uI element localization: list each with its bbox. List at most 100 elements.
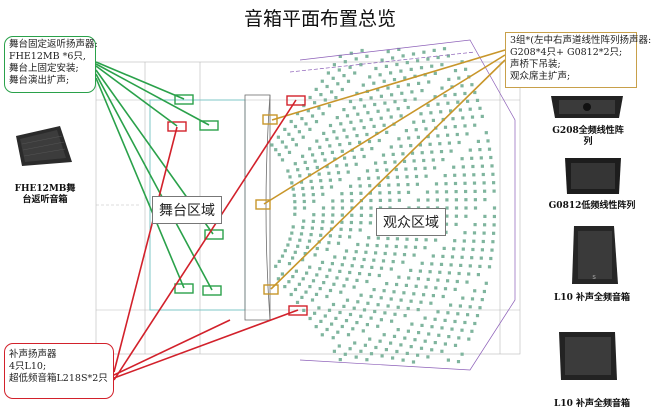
seat bbox=[410, 322, 414, 326]
seat bbox=[446, 54, 450, 58]
seat bbox=[447, 335, 451, 339]
seat bbox=[314, 292, 319, 296]
seat bbox=[373, 102, 377, 107]
seat bbox=[312, 199, 316, 203]
seat bbox=[454, 206, 459, 210]
seat bbox=[289, 292, 293, 297]
seat bbox=[454, 198, 458, 202]
seat bbox=[395, 175, 399, 179]
seat bbox=[414, 174, 419, 179]
seat bbox=[290, 231, 294, 235]
seat bbox=[443, 318, 447, 322]
seat bbox=[359, 221, 363, 225]
seat bbox=[397, 198, 401, 202]
seat bbox=[305, 167, 310, 171]
seat bbox=[473, 223, 477, 227]
seat bbox=[283, 249, 287, 253]
seat bbox=[310, 186, 314, 190]
seat bbox=[375, 168, 379, 172]
seat bbox=[409, 144, 413, 148]
seat bbox=[274, 264, 278, 268]
seat bbox=[320, 333, 324, 337]
seat bbox=[466, 99, 470, 103]
seat bbox=[443, 174, 447, 178]
seat bbox=[301, 154, 305, 158]
seat bbox=[430, 348, 434, 352]
seat bbox=[395, 237, 399, 241]
seat bbox=[409, 345, 413, 349]
seat bbox=[473, 123, 477, 127]
seat bbox=[340, 324, 344, 329]
seat bbox=[433, 71, 437, 75]
seat bbox=[470, 115, 475, 119]
seat bbox=[307, 239, 312, 243]
seat bbox=[426, 135, 430, 139]
seat bbox=[392, 290, 396, 294]
seat bbox=[388, 198, 392, 202]
seat bbox=[436, 55, 440, 60]
seat bbox=[369, 352, 374, 356]
seat bbox=[463, 320, 467, 325]
seat bbox=[308, 147, 312, 151]
seat bbox=[464, 67, 468, 71]
seat bbox=[286, 243, 290, 247]
seat bbox=[419, 346, 424, 350]
seat bbox=[338, 54, 342, 58]
seat bbox=[357, 177, 361, 181]
seat bbox=[338, 234, 342, 238]
seat bbox=[444, 182, 448, 186]
seat bbox=[382, 289, 386, 293]
seat bbox=[382, 333, 386, 337]
seat bbox=[369, 294, 373, 299]
seat bbox=[470, 256, 474, 260]
seat bbox=[331, 206, 335, 210]
seat bbox=[478, 106, 482, 110]
seat bbox=[360, 265, 364, 269]
seat bbox=[473, 189, 477, 193]
seat bbox=[446, 101, 450, 105]
seat bbox=[455, 279, 459, 284]
seat bbox=[405, 351, 409, 355]
seat bbox=[453, 69, 458, 73]
seat bbox=[355, 134, 359, 138]
fill-speaker-note: 补声扬声器 4只L10; 超低频音箱L218S*2只 bbox=[4, 343, 114, 399]
seat bbox=[434, 238, 438, 242]
seat bbox=[399, 114, 403, 118]
seat bbox=[385, 282, 389, 286]
seat bbox=[397, 137, 401, 141]
seat bbox=[293, 250, 297, 254]
seat bbox=[321, 192, 325, 196]
seat bbox=[426, 277, 430, 281]
seat bbox=[310, 298, 315, 302]
seat bbox=[374, 345, 378, 350]
seat bbox=[276, 277, 280, 281]
seat bbox=[428, 270, 432, 274]
seat bbox=[442, 246, 446, 250]
seat bbox=[321, 206, 326, 210]
seat bbox=[302, 308, 306, 312]
seat bbox=[492, 231, 496, 235]
seat bbox=[478, 264, 482, 268]
seat bbox=[431, 158, 435, 162]
seat bbox=[321, 213, 325, 217]
seat bbox=[454, 222, 458, 226]
seat bbox=[399, 144, 403, 148]
seat bbox=[450, 255, 455, 259]
seat bbox=[315, 273, 319, 277]
seat bbox=[327, 104, 332, 108]
seat bbox=[379, 318, 383, 322]
seat bbox=[386, 108, 390, 112]
seat bbox=[350, 264, 354, 268]
seat bbox=[346, 170, 350, 174]
seat bbox=[414, 237, 419, 242]
seat bbox=[343, 352, 347, 356]
seat bbox=[434, 182, 439, 186]
seat bbox=[298, 238, 302, 242]
seat bbox=[305, 245, 310, 249]
seat bbox=[465, 280, 469, 284]
seat bbox=[300, 295, 304, 299]
seat bbox=[331, 76, 335, 80]
seat bbox=[338, 269, 342, 273]
seat bbox=[366, 301, 370, 305]
seat bbox=[374, 251, 378, 255]
